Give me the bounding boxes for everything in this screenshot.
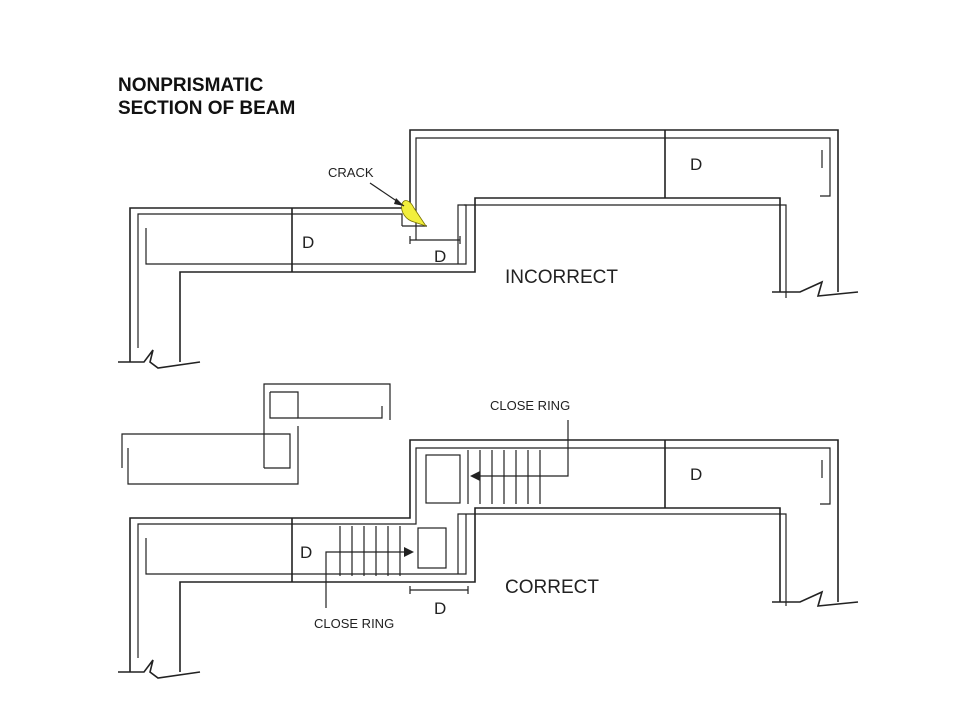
crack-arrow-head: [394, 198, 404, 206]
title-line-1: NONPRISMATIC: [118, 75, 264, 96]
diagram-title: NONPRISMATIC SECTION OF BEAM: [118, 74, 295, 120]
incorrect-bottom-bar-left: [137, 213, 427, 348]
close-ring-arrow-upper-head: [470, 471, 480, 481]
correct-caption: CORRECT: [505, 577, 599, 598]
correct-lower-bar-left: [145, 514, 467, 575]
correct-lower-bar-right: [457, 513, 787, 606]
detail-bar-lower-inner: [127, 426, 299, 485]
close-ring-box-lower: [417, 527, 447, 569]
correct-detail: CLOSE RING CLOSE RING D D D CORRECT: [118, 398, 859, 679]
correct-depth-label-3: D: [690, 465, 702, 484]
stirrups-lower: [339, 526, 401, 576]
incorrect-beam-outline: [129, 129, 839, 362]
correct-top-bar-left: [137, 447, 831, 658]
incorrect-lower-bar-right: [457, 204, 787, 298]
crack-label: CRACK: [328, 165, 374, 180]
detail-bar-upper-inner: [270, 391, 383, 419]
detail-bar-upper-stirrup: [269, 392, 298, 419]
correct-depth-label-1: D: [300, 543, 312, 562]
incorrect-depth-label-3: D: [690, 155, 702, 174]
stirrups-upper: [467, 450, 541, 504]
close-ring-label-upper: CLOSE RING: [490, 398, 570, 413]
correct-break-right: [772, 590, 859, 607]
correct-beam-outline: [129, 439, 839, 672]
incorrect-break-right: [772, 280, 859, 297]
incorrect-depth-dimension: [409, 236, 461, 244]
incorrect-top-bar-right: [415, 137, 831, 240]
close-ring-arrow-lower-head: [404, 547, 414, 557]
close-ring-box-upper: [425, 454, 461, 504]
incorrect-caption: INCORRECT: [505, 267, 618, 288]
bar-detail-exploded: [121, 383, 391, 485]
detail-bar-upper: [263, 383, 391, 468]
close-ring-arrow-lower: [325, 551, 410, 608]
title-line-2: SECTION OF BEAM: [118, 98, 296, 119]
correct-break-left: [118, 659, 201, 679]
incorrect-depth-label-1: D: [302, 233, 314, 252]
close-ring-label-lower: CLOSE RING: [314, 616, 394, 631]
close-ring-arrow-upper: [474, 420, 569, 477]
detail-bar-lower: [121, 433, 291, 469]
incorrect-detail: CRACK D D D INCORRECT: [118, 129, 859, 369]
incorrect-break-left: [118, 349, 201, 369]
crack-mark: [401, 200, 427, 227]
correct-depth-dimension: [409, 586, 469, 594]
incorrect-depth-label-2: D: [434, 247, 446, 266]
correct-depth-label-2: D: [434, 599, 446, 618]
